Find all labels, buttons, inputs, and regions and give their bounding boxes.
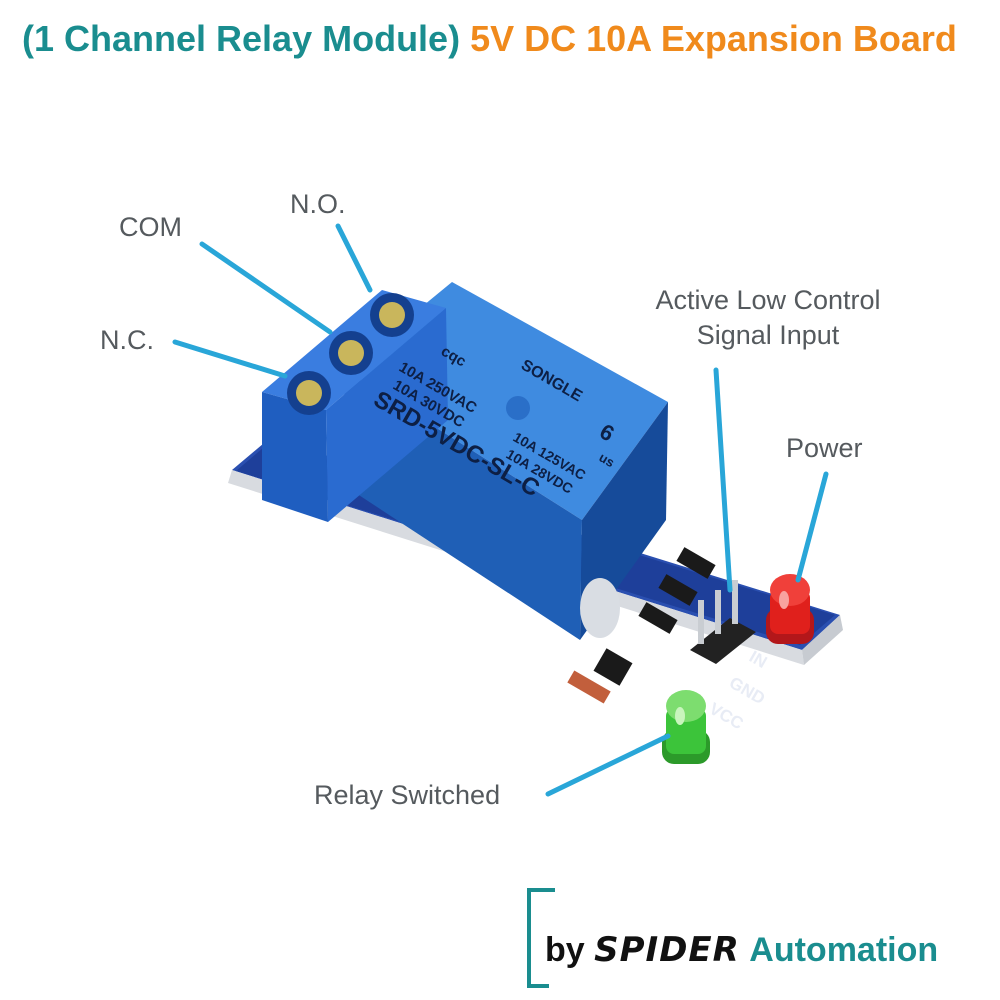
title-part-2: 5V DC 10A Expansion Board [470,18,957,59]
label-nc: N.C. [100,325,154,355]
leader-nc [172,339,288,379]
leader-control [713,367,733,593]
page-title: (1 Channel Relay Module) 5V DC 10A Expan… [22,18,957,60]
brand-frame-tick [531,888,555,892]
label-control-line-1: Active Low Control [655,285,881,315]
label-power: Power [786,433,863,463]
label-control-signal: Active Low Control Signal Input [632,283,904,353]
pin-label-gnd: GND [726,673,768,708]
title-part-1: (1 Channel Relay Module) [22,18,461,59]
label-com: COM [119,212,182,242]
label-relay-switched: Relay Switched [314,780,501,810]
label-control-line-2: Signal Input [696,320,840,351]
relay-switched-led [662,690,710,764]
relay-ul-suffix: us [597,450,618,471]
header-pins [690,580,756,664]
leader-power [795,471,829,583]
power-led [766,574,814,644]
pin-label-vcc: VCC [706,699,747,733]
leader-relay-switched [545,733,671,797]
leader-lines [172,223,829,797]
leader-no [335,223,373,293]
brand-logo: by SPIDER Automation [545,930,938,970]
brand-name: SPIDER [594,930,740,970]
brand-suffix: Automation [749,931,939,969]
terminal-block [262,290,448,522]
leader-com [199,241,333,335]
brand-by: by [545,931,585,969]
label-no: N.O. [290,189,346,219]
smd-components [567,547,716,704]
